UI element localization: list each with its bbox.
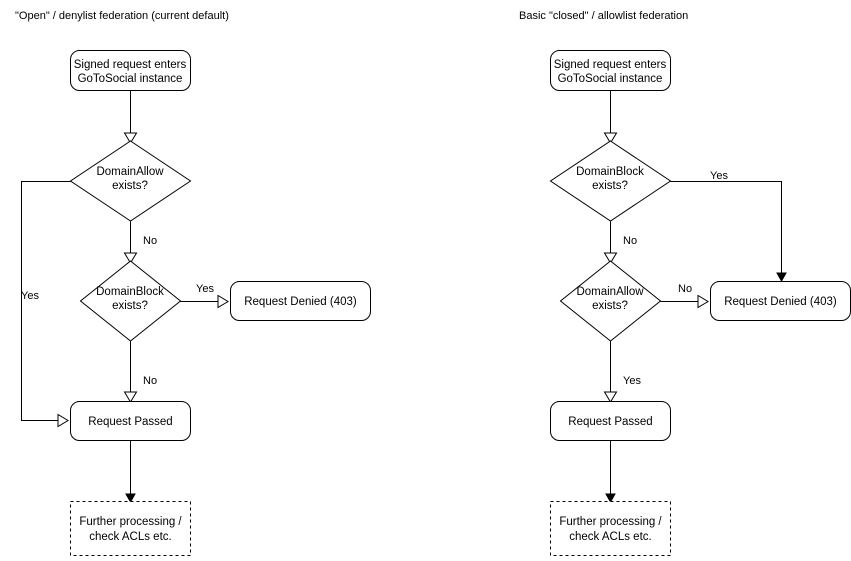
edge-domainallow-no-right: No	[660, 283, 709, 309]
node-request-denied-left-label: Request Denied (403)	[244, 296, 357, 308]
edge-label-domainallow-yes-right: Yes	[623, 375, 641, 387]
node-domainallow-right-line2: exists?	[592, 300, 628, 312]
edge-domainblock-yes-right: Yes	[670, 170, 787, 283]
node-domainallow-right[interactable]: DomainAllow exists?	[559, 260, 662, 342]
node-domainallow-left[interactable]: DomainAllow exists?	[69, 140, 192, 222]
edge-domainallow-yes-left: Yes	[21, 181, 71, 428]
diagram-open-denylist: "Open" / denylist federation (current de…	[15, 10, 371, 556]
node-further-processing-right-line1: Further processing /	[559, 516, 662, 528]
edge-domainblock-yes-left: Yes	[180, 283, 229, 309]
edge-start-to-domainallow-left	[123, 90, 138, 144]
edge-domainallow-no-left: No	[123, 221, 157, 264]
node-domainblock-left-line2: exists?	[112, 300, 148, 312]
node-request-passed-left-label: Request Passed	[88, 416, 172, 428]
node-signed-request-right[interactable]: Signed request enters GoToSocial instanc…	[550, 50, 671, 91]
edge-label-domainblock-no-right: No	[623, 235, 637, 247]
node-further-processing-left-shape[interactable]	[70, 501, 191, 556]
edge-passed-to-further-left	[125, 440, 136, 504]
node-domainallow-left-shape[interactable]	[69, 140, 192, 222]
node-domainallow-right-line1: DomainAllow	[576, 286, 644, 298]
edge-label-domainblock-yes-right: Yes	[710, 170, 728, 182]
diagram-title-left: "Open" / denylist federation (current de…	[15, 10, 229, 22]
node-signed-request-right-line2: GoToSocial instance	[558, 73, 663, 85]
node-further-processing-left[interactable]: Further processing / check ACLs etc.	[70, 501, 191, 556]
node-signed-request-right-line1: Signed request enters	[554, 59, 667, 71]
node-domainblock-right[interactable]: DomainBlock exists?	[549, 140, 672, 222]
node-signed-request-left[interactable]: Signed request enters GoToSocial instanc…	[70, 50, 191, 91]
node-request-passed-right-label: Request Passed	[568, 416, 652, 428]
edge-label-domainblock-no-left: No	[143, 375, 157, 387]
edge-label-domainallow-no-right: No	[678, 283, 692, 295]
edge-start-to-domainblock-right	[603, 90, 618, 144]
edge-label-domainallow-yes-left: Yes	[21, 290, 39, 302]
node-request-passed-left[interactable]: Request Passed	[70, 401, 191, 441]
edge-label-domainallow-no-left: No	[143, 235, 157, 247]
edge-label-domainblock-yes-left: Yes	[196, 283, 214, 295]
diagram-closed-allowlist: Basic "closed" / allowlist federation Si…	[519, 10, 851, 556]
node-domainblock-right-line2: exists?	[592, 180, 628, 192]
node-signed-request-left-line1: Signed request enters	[74, 59, 187, 71]
node-request-denied-left[interactable]: Request Denied (403)	[230, 281, 371, 321]
node-request-passed-right[interactable]: Request Passed	[550, 401, 671, 441]
edge-domainallow-yes-right: Yes	[603, 341, 641, 403]
node-signed-request-left-line2: GoToSocial instance	[78, 73, 183, 85]
node-domainblock-right-shape[interactable]	[549, 140, 672, 222]
node-domainblock-left-shape[interactable]	[79, 260, 182, 342]
node-domainallow-right-shape[interactable]	[559, 260, 662, 342]
node-further-processing-left-line2: check ACLs etc.	[89, 531, 171, 543]
edge-passed-to-further-right	[605, 440, 616, 504]
node-request-denied-right-label: Request Denied (403)	[724, 296, 837, 308]
diagram-title-right: Basic "closed" / allowlist federation	[519, 10, 688, 22]
node-further-processing-right[interactable]: Further processing / check ACLs etc.	[550, 501, 671, 556]
node-domainallow-left-line1: DomainAllow	[96, 166, 164, 178]
node-domainblock-left[interactable]: DomainBlock exists?	[79, 260, 182, 342]
node-domainblock-left-line1: DomainBlock	[96, 286, 164, 298]
edge-domainblock-no-left: No	[123, 341, 157, 403]
edge-domainblock-no-right: No	[603, 221, 637, 264]
node-request-denied-left-shape[interactable]	[230, 281, 371, 321]
node-further-processing-right-line2: check ACLs etc.	[569, 531, 651, 543]
node-further-processing-left-line1: Further processing /	[79, 516, 182, 528]
node-domainblock-right-line1: DomainBlock	[576, 166, 644, 178]
node-domainallow-left-line2: exists?	[112, 180, 148, 192]
node-further-processing-right-shape[interactable]	[550, 501, 671, 556]
node-request-denied-right[interactable]: Request Denied (403)	[710, 281, 851, 321]
